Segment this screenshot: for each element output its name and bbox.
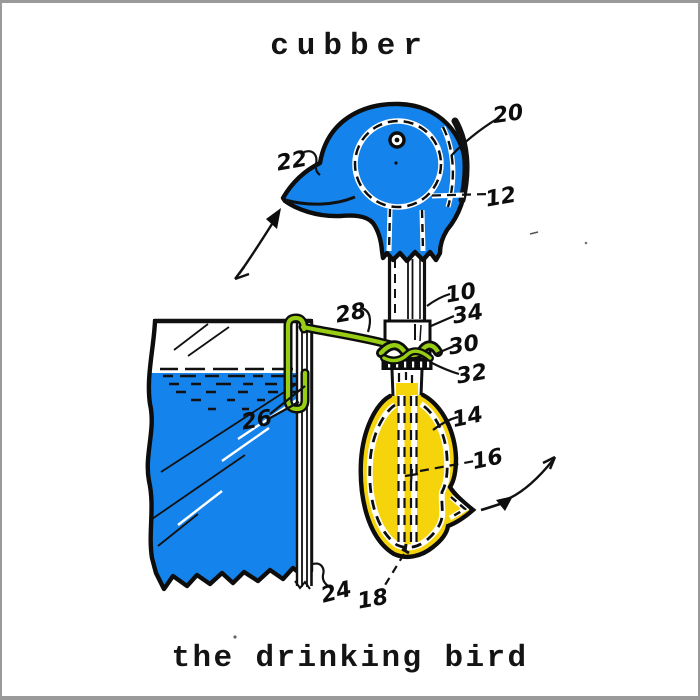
pivot-band	[381, 359, 433, 370]
leader-28	[360, 306, 372, 333]
duck-head	[280, 101, 470, 264]
pivot-band-ticks	[388, 361, 430, 368]
neck-tube-lower	[390, 369, 424, 397]
ref-numeral-14: 14	[450, 402, 485, 433]
ref-numeral-18: 18	[356, 585, 391, 615]
leader-24	[312, 562, 331, 588]
head-inner-dashed	[353, 119, 443, 209]
ink-speckles	[233, 231, 588, 639]
motion-arrow-right	[480, 455, 557, 512]
arrowhead-solid	[496, 496, 513, 511]
glass-outline	[145, 318, 314, 592]
drinking-bird-patent-figure: 20 22 12 10 34 30 32 28 26 14 16 24 18	[145, 100, 588, 639]
leader-22	[303, 150, 321, 176]
leader-14	[432, 415, 459, 431]
ref-numeral-10: 10	[444, 279, 479, 309]
motion-arrow-left	[234, 208, 281, 281]
neck-tube	[387, 253, 427, 321]
leader-26	[269, 385, 306, 419]
bulb-inner-dashed	[368, 402, 449, 549]
arrowhead-open	[234, 266, 250, 281]
leader-20	[450, 118, 498, 157]
water-surface-dashes	[160, 367, 308, 411]
beak-mouth-line	[284, 195, 356, 206]
artist-name: cubber	[270, 29, 430, 64]
ref-numeral-12: 12	[484, 183, 519, 213]
ref-numeral-16: 16	[470, 444, 505, 475]
tail-inner-dashed	[449, 496, 468, 520]
neck-dashes	[387, 208, 425, 252]
ref-numeral-26: 26	[240, 406, 275, 436]
leader-34	[430, 314, 455, 328]
leader-30	[435, 345, 455, 355]
head-shadow	[451, 117, 470, 204]
leader-18	[381, 553, 405, 591]
ref-numeral-34: 34	[451, 300, 486, 330]
bulb-outline	[358, 392, 477, 559]
duck-eye	[388, 131, 406, 165]
ref-numeral-30: 30	[447, 331, 482, 361]
album-title: the drinking bird	[171, 641, 529, 676]
ref-numeral-28: 28	[334, 299, 369, 329]
arrowhead-solid	[266, 208, 281, 229]
ref-numeral-32: 32	[455, 360, 490, 390]
leader-16-tick	[404, 468, 419, 483]
leader-12	[431, 192, 491, 197]
water-glass	[145, 318, 314, 592]
leader-32	[431, 362, 460, 376]
ref-numeral-20: 20	[491, 100, 525, 129]
bulb-body	[358, 392, 477, 559]
leader-16	[419, 459, 476, 473]
leader-10	[426, 292, 451, 307]
bulb-stem-tube	[397, 395, 418, 555]
leader-lines	[269, 118, 498, 591]
reference-numerals: 20 22 12 10 34 30 32 28 26 14 16 24 18	[240, 100, 525, 615]
arrowhead-open	[542, 455, 557, 470]
head-wall-dashed	[441, 126, 455, 208]
ref-numeral-22: 22	[275, 147, 310, 177]
